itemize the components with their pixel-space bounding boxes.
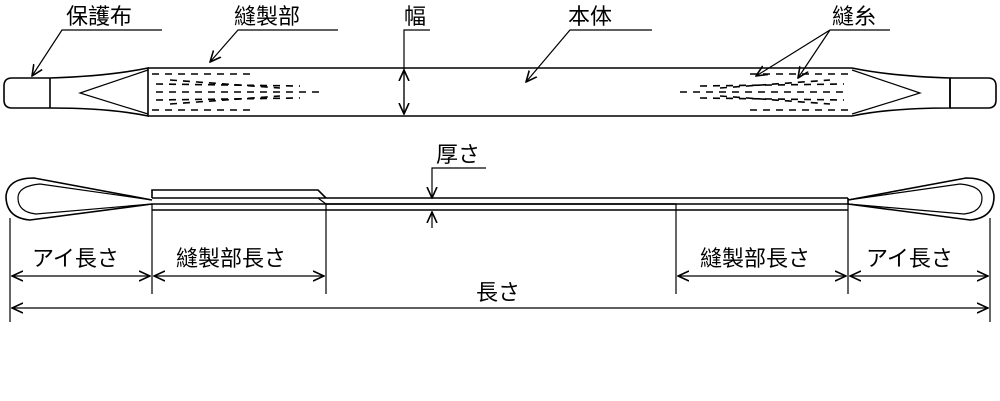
right-stitching xyxy=(680,73,848,111)
left-stitching xyxy=(152,73,320,111)
extension-lines xyxy=(9,204,991,322)
label-sewn-length-left: 縫製部長さ xyxy=(176,247,286,272)
left-sewn-layer xyxy=(151,189,327,199)
left-protective-cap xyxy=(3,77,50,109)
thickness-dimension xyxy=(432,167,486,228)
dimension-arrows xyxy=(12,276,988,308)
label-length: 長さ xyxy=(476,281,520,306)
right-protective-cap xyxy=(950,77,997,109)
label-sewn-part: 縫製部 xyxy=(234,5,300,30)
label-sewing-thread: 縫糸 xyxy=(832,5,876,30)
label-protective-cloth: 保護布 xyxy=(66,5,132,30)
top-leaders xyxy=(32,29,890,112)
label-eye-length-left: アイ長さ xyxy=(32,247,119,272)
label-body: 本体 xyxy=(568,5,612,30)
label-sewn-length-right: 縫製部長さ xyxy=(700,247,810,272)
top-view-sling xyxy=(3,67,997,117)
label-width: 幅 xyxy=(404,5,426,30)
left-eye-loop xyxy=(5,177,153,221)
right-eye-loop xyxy=(847,177,995,221)
left-eye-top xyxy=(49,67,149,117)
side-view-sling xyxy=(5,177,995,221)
label-thickness: 厚さ xyxy=(436,143,480,168)
label-eye-length-right: アイ長さ xyxy=(866,247,953,272)
